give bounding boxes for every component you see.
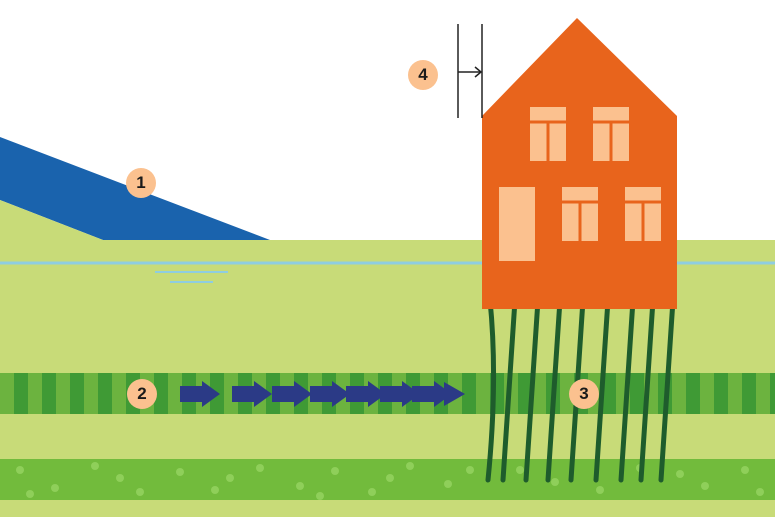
dot bbox=[386, 474, 394, 482]
house bbox=[482, 18, 677, 309]
dot bbox=[331, 467, 339, 475]
marker-sand-layer: 2 bbox=[127, 379, 157, 409]
flow-arrow bbox=[180, 381, 220, 407]
dot bbox=[136, 488, 144, 496]
dot bbox=[444, 480, 452, 488]
stripe bbox=[168, 373, 182, 414]
dot bbox=[701, 482, 709, 490]
stripe bbox=[532, 373, 546, 414]
stripe bbox=[84, 373, 98, 414]
dot bbox=[466, 466, 474, 474]
dot bbox=[316, 492, 324, 500]
dot bbox=[16, 466, 24, 474]
pile bbox=[593, 297, 611, 483]
marker-tilt: 4 bbox=[408, 60, 438, 90]
house-windows bbox=[499, 107, 661, 261]
stripe bbox=[672, 373, 686, 414]
dot bbox=[226, 474, 234, 482]
flow-arrow bbox=[272, 381, 312, 407]
pile bbox=[658, 297, 676, 483]
dot bbox=[756, 488, 764, 496]
stripe bbox=[756, 373, 770, 414]
pile bbox=[638, 297, 656, 483]
stripe bbox=[476, 373, 490, 414]
dot bbox=[116, 474, 124, 482]
pile bbox=[500, 297, 518, 483]
flow-arrow bbox=[380, 381, 420, 407]
dot bbox=[176, 468, 184, 476]
pile bbox=[485, 297, 497, 483]
dot bbox=[741, 466, 749, 474]
foundation-piles bbox=[485, 297, 676, 483]
flow-arrow bbox=[346, 381, 386, 407]
stripe bbox=[28, 373, 42, 414]
dike-green-slope bbox=[0, 200, 103, 240]
marker-piles: 3 bbox=[569, 379, 599, 409]
stripe bbox=[56, 373, 70, 414]
pile bbox=[523, 297, 541, 483]
dot bbox=[51, 484, 59, 492]
stripe bbox=[0, 373, 14, 414]
flow-arrow bbox=[310, 381, 350, 407]
marker-dike: 1 bbox=[126, 168, 156, 198]
stripe bbox=[560, 373, 574, 414]
pile bbox=[545, 297, 563, 483]
dot bbox=[296, 482, 304, 490]
deep-layer-dots bbox=[16, 462, 764, 500]
stripe bbox=[112, 373, 126, 414]
dot bbox=[676, 470, 684, 478]
dot bbox=[256, 464, 264, 472]
flow-arrow bbox=[232, 381, 272, 407]
flow-arrow bbox=[412, 381, 452, 407]
dot bbox=[516, 466, 524, 474]
dot bbox=[91, 462, 99, 470]
dot bbox=[26, 490, 34, 498]
door bbox=[499, 187, 535, 261]
flow-arrows bbox=[180, 381, 465, 407]
pile bbox=[618, 297, 636, 483]
tilt-indicator bbox=[457, 24, 483, 118]
dot bbox=[596, 486, 604, 494]
stripe bbox=[700, 373, 714, 414]
dot bbox=[368, 488, 376, 496]
dot bbox=[211, 486, 219, 494]
dot bbox=[551, 478, 559, 486]
flow-arrow-head bbox=[444, 382, 465, 406]
dot bbox=[406, 462, 414, 470]
stripe bbox=[224, 373, 238, 414]
stripe bbox=[728, 373, 742, 414]
